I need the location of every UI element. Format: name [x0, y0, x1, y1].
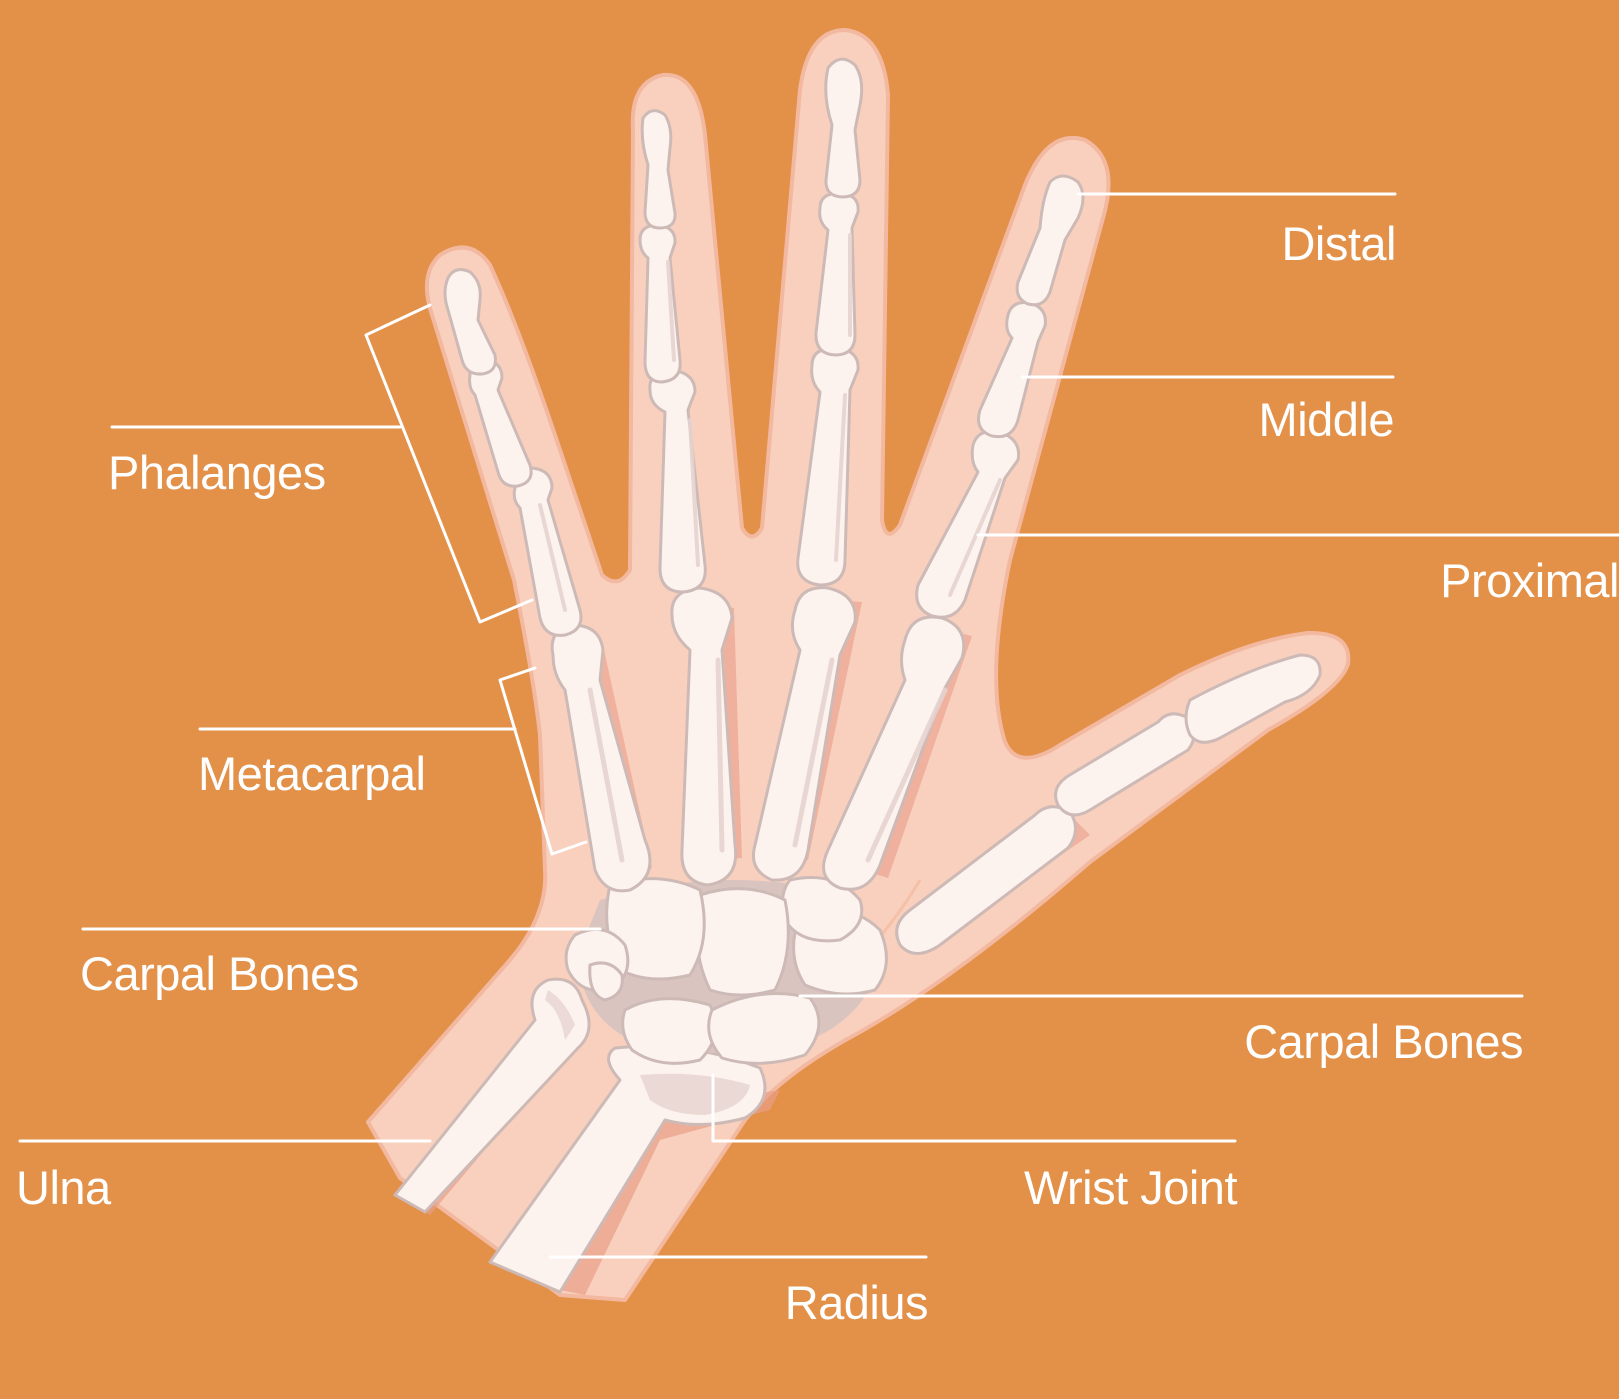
wrist-joint-leader — [713, 1075, 1235, 1141]
label-middle: Middle — [1259, 394, 1394, 446]
middle-distal-phalanx — [826, 59, 862, 197]
label-proximal: Proximal — [1440, 555, 1619, 607]
label-phalanges: Phalanges — [108, 447, 326, 499]
label-metacarpal: Metacarpal — [198, 748, 426, 800]
label-carpal-bones-right: Carpal Bones — [1244, 1016, 1523, 1068]
label-distal: Distal — [1281, 218, 1396, 270]
lunate — [623, 999, 716, 1064]
label-wrist-joint: Wrist Joint — [1024, 1162, 1237, 1214]
label-carpal-bones-left: Carpal Bones — [80, 948, 359, 1000]
label-radius: Radius — [785, 1277, 928, 1329]
pisiform — [590, 963, 623, 1000]
label-ulna: Ulna — [16, 1162, 111, 1214]
capitate — [697, 889, 789, 995]
scaphoid — [709, 994, 819, 1064]
